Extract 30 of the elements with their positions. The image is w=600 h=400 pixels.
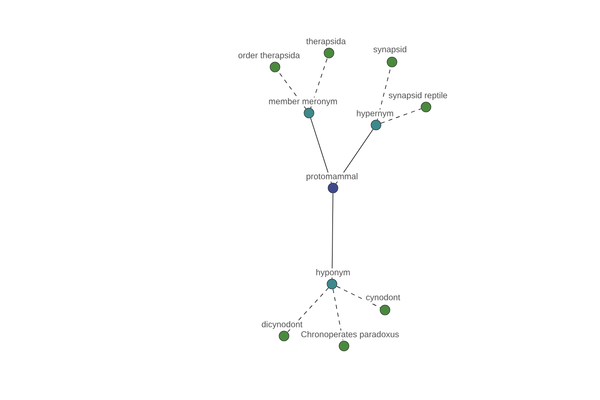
node-label: hyponym: [315, 268, 351, 278]
node-circle: [338, 340, 350, 352]
node-circle: [380, 304, 390, 316]
dashed-line: [380, 108, 422, 124]
node-label: protomammal: [305, 172, 359, 182]
node-label: dicynodont: [260, 320, 304, 330]
node-label: cynodont: [365, 293, 401, 303]
node-circle: [270, 62, 280, 72]
dashed-line: [336, 286, 381, 308]
node-circle: [326, 278, 338, 290]
line: [332, 192, 334, 280]
dashed-line: [310, 58, 328, 108]
dashed-line: [332, 288, 344, 342]
node-circle: [304, 108, 314, 118]
node-label: synapsid reptile: [388, 91, 448, 101]
node-circle: [370, 120, 382, 130]
node-circle: [420, 102, 432, 112]
dashed-line: [377, 66, 391, 120]
node-label: synapsid: [372, 45, 408, 55]
node-label: therapsida: [306, 37, 346, 47]
dashed-line: [278, 70, 306, 110]
node-label: member meronym: [268, 97, 338, 107]
node-circle: [278, 330, 290, 342]
node-label: hypernym: [356, 109, 394, 119]
dashed-line: [287, 288, 329, 332]
node-label: order therapsida: [237, 51, 301, 61]
node-circle: [328, 182, 338, 194]
node-circle: [386, 56, 398, 68]
node-circle: [324, 48, 334, 58]
node-label: Chronoperates paradoxus: [300, 330, 400, 340]
